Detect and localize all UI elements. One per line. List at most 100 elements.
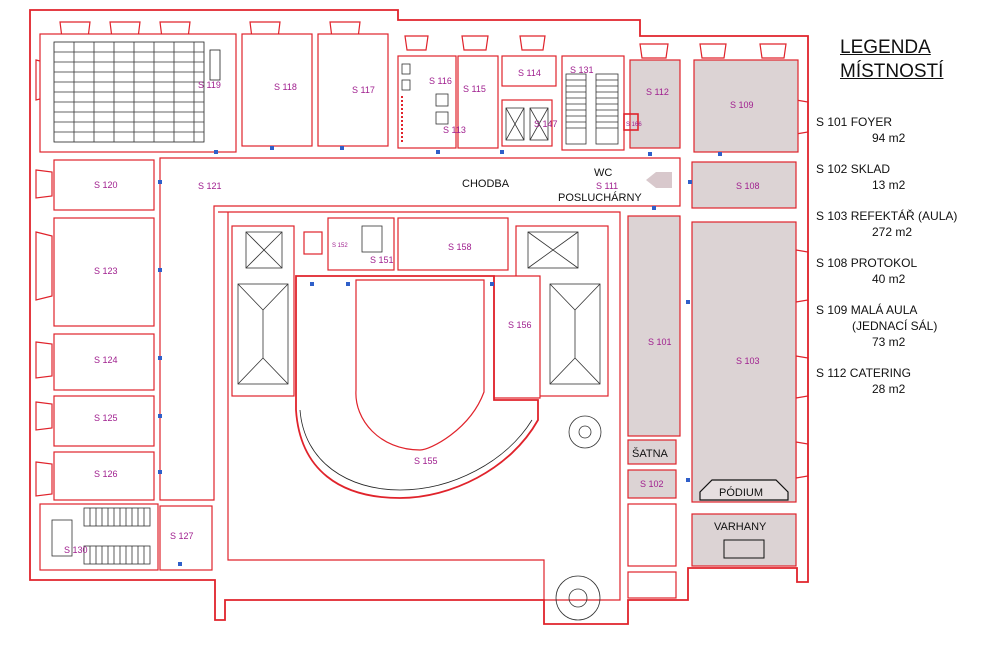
legend-item-sub: (JEDNACÍ SÁL)	[852, 319, 938, 333]
label-s156: S 156	[508, 320, 532, 330]
room-s127	[159, 505, 213, 571]
spiral-stair-1	[568, 415, 602, 449]
auditorium-inner	[355, 279, 485, 451]
floor-plan: S 119 S 118 S 117 S 116 S 115 S 113 S 11…	[29, 9, 809, 625]
corridor-chodba	[159, 157, 681, 501]
label-s108: S 108	[736, 181, 760, 191]
label-s151: S 151	[370, 255, 394, 265]
legend-item-name: S 109 MALÁ AULA	[816, 303, 918, 317]
label-s166: S 166	[626, 122, 642, 128]
legend-item-area: 13 m2	[872, 178, 906, 192]
label-s152: S 152	[332, 243, 348, 249]
organ-console	[723, 539, 765, 559]
label-s123: S 123	[94, 266, 118, 276]
legend-item-area: 73 m2	[872, 335, 906, 349]
legend-item-s112: S 112 CATERING 28 m2	[816, 365, 996, 397]
label-s115: S 115	[463, 84, 486, 94]
staircase-130	[51, 507, 151, 565]
room-s117	[317, 33, 389, 147]
label-s114: S 114	[518, 68, 541, 78]
label-s127: S 127	[170, 531, 194, 541]
lift-shafts	[505, 107, 549, 141]
room-s115	[457, 55, 499, 149]
room-s108	[691, 161, 797, 209]
room-s120	[53, 159, 155, 211]
legend-item-s109: S 109 MALÁ AULA (JEDNACÍ SÁL) 73 m2	[816, 302, 996, 350]
label-s158: S 158	[448, 242, 472, 252]
label-s155: S 155	[414, 456, 438, 466]
legend-item-area: 40 m2	[872, 272, 906, 286]
label-s120: S 120	[94, 180, 118, 190]
label-varhany: VARHANY	[714, 521, 767, 533]
label-s119: S 119	[198, 80, 221, 90]
legend-item-name: S 101 FOYER	[816, 115, 893, 129]
legend-item-name: S 103 REFEKTÁŘ (AULA)	[816, 209, 958, 223]
room-s118	[241, 33, 313, 147]
room-s103	[691, 221, 797, 503]
podium-platform	[699, 479, 789, 501]
room-east-small	[627, 503, 677, 567]
room-east-bottom	[627, 571, 677, 599]
room-s156	[493, 275, 541, 399]
label-posluchar: POSLUCHÁRNY	[558, 191, 642, 204]
label-s130: S 130	[64, 545, 88, 555]
direction-arrow	[646, 172, 672, 188]
label-s116: S 116	[429, 76, 452, 86]
legend-list: S 101 FOYER 94 m2 S 102 SKLAD 13 m2 S 10…	[816, 114, 996, 412]
label-s112: S 112	[646, 87, 669, 97]
seating-rows	[53, 41, 221, 143]
room-satna	[627, 439, 677, 465]
room-s124	[53, 333, 155, 391]
inner-courtyard	[218, 211, 621, 601]
spiral-stair-2	[555, 575, 601, 621]
label-chodba: CHODBA	[462, 178, 510, 190]
wc-fixtures-116	[401, 63, 449, 142]
legend-title-line1: LEGENDA	[840, 37, 931, 58]
label-s121: S 121	[198, 181, 222, 191]
legend-title-line2: MÍSTNOSTÍ	[840, 61, 944, 82]
building-outline	[29, 9, 809, 625]
label-satna: ŠATNA	[632, 447, 669, 460]
door-markers	[158, 146, 722, 566]
label-s117: S 117	[352, 85, 375, 95]
room-s166	[623, 113, 639, 131]
room-s155	[295, 275, 539, 499]
skylight-right	[527, 231, 601, 385]
legend-item-name: S 102 SKLAD	[816, 162, 891, 176]
legend-item-s103: S 103 REFEKTÁŘ (AULA) 272 m2	[816, 208, 996, 240]
label-s111: S 111	[596, 181, 618, 191]
legend-item-s108: S 108 PROTOKOL 40 m2	[816, 255, 996, 287]
label-s131: S 131	[570, 65, 594, 75]
room-s158	[397, 217, 509, 271]
room-s101	[627, 215, 681, 437]
room-s114	[501, 55, 557, 87]
staircase-131	[565, 73, 619, 145]
room-s131	[561, 55, 625, 151]
room-s109	[693, 59, 799, 153]
room-s123	[53, 217, 155, 327]
staircase-151	[361, 225, 383, 253]
legend-item-name: S 108 PROTOKOL	[816, 256, 918, 270]
legend-item-area: 272 m2	[872, 225, 913, 239]
label-s102: S 102	[640, 479, 664, 489]
label-s113: S 113	[443, 125, 466, 135]
label-s118: S 118	[274, 82, 297, 92]
legend-item-s101: S 101 FOYER 94 m2	[816, 114, 996, 146]
label-s126: S 126	[94, 469, 118, 479]
room-s125	[53, 395, 155, 447]
room-s152-box	[303, 231, 323, 255]
legend-item-area: 28 m2	[872, 382, 906, 396]
room-s116	[397, 55, 457, 149]
room-s126	[53, 451, 155, 501]
room-s112	[629, 59, 681, 149]
label-s103: S 103	[736, 356, 760, 366]
legend-title: LEGENDA MÍSTNOSTÍ	[840, 36, 996, 84]
label-wc: WC	[594, 167, 612, 179]
legend-item-s102: S 102 SKLAD 13 m2	[816, 161, 996, 193]
legend-item-name: S 112 CATERING	[816, 366, 911, 380]
label-s101: S 101	[648, 337, 672, 347]
label-podium: PÓDIUM	[719, 486, 763, 499]
label-s124: S 124	[94, 355, 118, 365]
label-s147: S 147	[534, 119, 558, 129]
label-s109: S 109	[730, 100, 754, 110]
